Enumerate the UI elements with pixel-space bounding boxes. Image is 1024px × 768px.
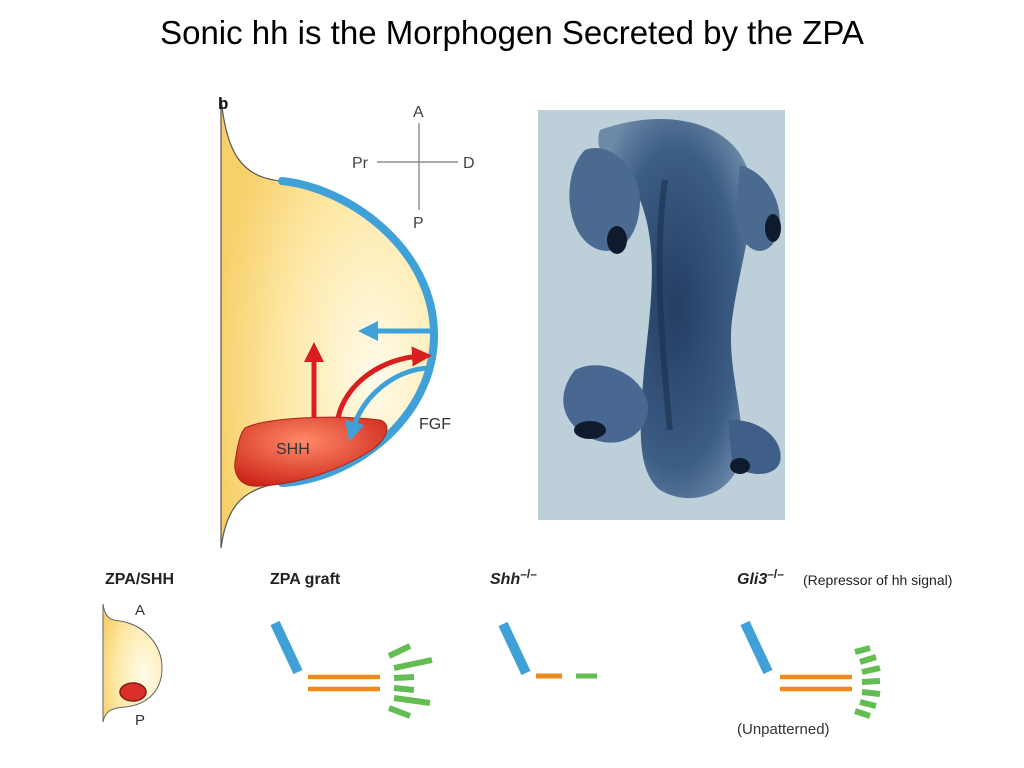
limb-bud-diagram: SHH FGF b A Pr D P (218, 94, 475, 549)
embryo-forelimb-left (569, 148, 640, 251)
slide-title: Sonic hh is the Morphogen Secreted by th… (160, 14, 864, 51)
graft-stylopod (270, 620, 303, 675)
shh-stain-hindlimb-right (730, 458, 750, 474)
axis-proximal: Pr (352, 155, 369, 172)
graft-digits-fan (387, 643, 433, 719)
small-limb-bud (102, 603, 163, 723)
zpa-graft-heading: ZPA graft (270, 571, 341, 588)
shh-label: SHH (276, 441, 310, 458)
shh-null-heading: Shh–/– (490, 567, 537, 588)
gli3-digits-fan (854, 645, 881, 719)
shh-zone (234, 416, 388, 487)
embryo-photo (538, 110, 785, 520)
axis-compass: A Pr D P (352, 104, 475, 232)
gli3-note: (Repressor of hh signal) (803, 572, 952, 588)
bottom-panel-zpa-shh: ZPA/SHH A P (102, 571, 174, 729)
arrow-shh-to-aer (335, 346, 432, 419)
fgf-label: FGF (419, 416, 451, 433)
panel-letter: b (218, 94, 228, 113)
embryo-body (598, 119, 752, 499)
axis-posterior: P (413, 215, 424, 232)
small-anterior-label: A (135, 602, 145, 619)
shh-null-stylopod (498, 621, 531, 676)
axis-anterior: A (413, 104, 424, 121)
arrow-fgf-to-shh (344, 365, 429, 442)
apical-ectodermal-ridge (278, 177, 439, 487)
bottom-panel-zpa-graft: ZPA graft (270, 571, 433, 719)
shh-stain-forelimb-right (765, 214, 781, 242)
shh-stain-forelimb-left (607, 226, 627, 254)
gli3-caption: (Unpatterned) (737, 721, 830, 738)
small-zpa (119, 682, 147, 702)
gli3-null-heading: Gli3–/– (737, 567, 784, 588)
small-posterior-label: P (135, 712, 145, 729)
shh-stain-hindlimb-left (574, 421, 606, 439)
bottom-panel-shh-null: Shh–/– (490, 567, 597, 679)
bottom-panel-gli3-null: Gli3–/– (Repressor of hh signal) (Unpatt… (737, 567, 952, 738)
gli3-stylopod (740, 620, 773, 675)
zpa-shh-heading: ZPA/SHH (105, 571, 174, 588)
axis-distal: D (463, 155, 475, 172)
